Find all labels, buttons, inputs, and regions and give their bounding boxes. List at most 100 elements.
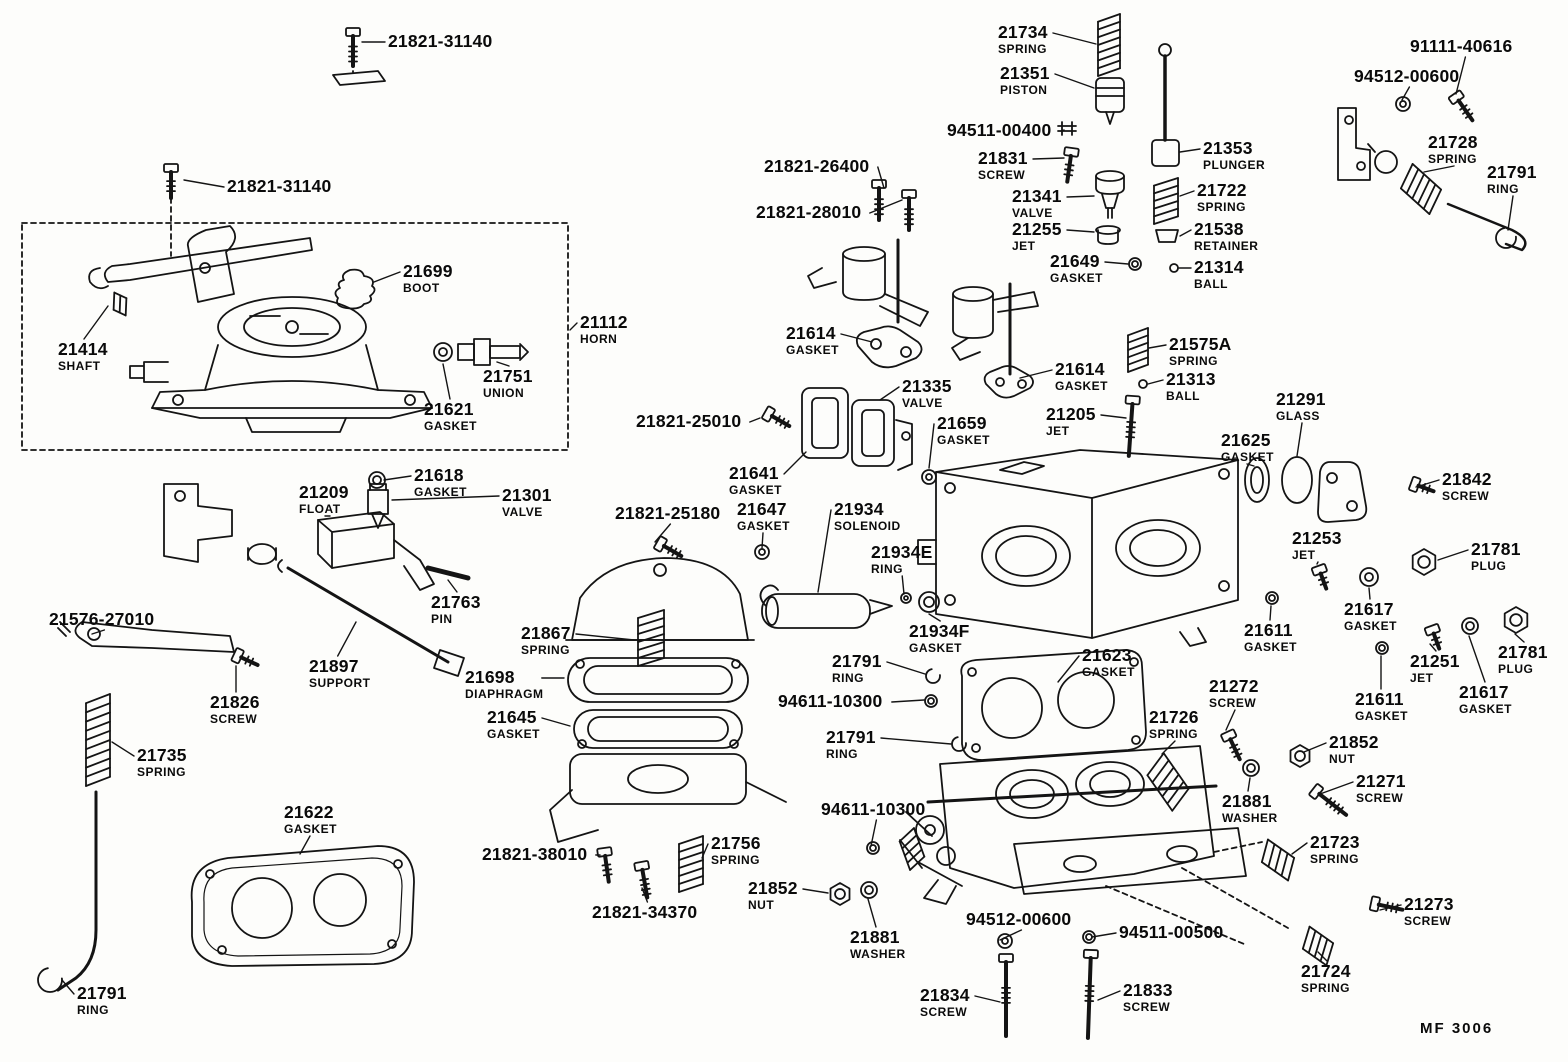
part-number: 21273 [1404, 894, 1454, 914]
part-name: RING [77, 1002, 109, 1017]
part-name: BALL [1194, 276, 1228, 291]
part-number: 21614 [786, 323, 836, 343]
part-number: 21723 [1310, 832, 1360, 852]
part-number: 21351 [1000, 63, 1050, 83]
part-name: GASKET [1244, 639, 1298, 654]
gasket-21614-left-drawing [855, 325, 923, 369]
part-name: VALVE [902, 395, 943, 410]
part-name: JET [1292, 547, 1316, 562]
part-number: 21791 [832, 651, 882, 671]
part-number: 21645 [487, 707, 537, 727]
part-name: GASKET [909, 640, 963, 655]
part-number: 21821-25180 [615, 503, 721, 523]
part-name: BALL [1166, 388, 1200, 403]
part-number: 91111-40616 [1410, 36, 1513, 56]
support-drawing [277, 559, 465, 677]
diaphragm-assembly-drawing [549, 557, 787, 843]
gasket-21614-right-drawing [983, 365, 1034, 399]
pump-lever-lower-drawing [951, 282, 1039, 376]
part-name: GASKET [1221, 449, 1275, 464]
part-label-21821-25010: 21821-25010 [636, 412, 741, 431]
part-name: SCREW [1123, 999, 1171, 1014]
part-label-94511-00500: 94511-00500 [1119, 923, 1223, 942]
part-name: GASKET [937, 432, 991, 447]
part-name: FLOAT [299, 501, 341, 516]
part-number: 21791 [1487, 162, 1537, 182]
part-name: VALVE [502, 504, 543, 519]
part-name: GASKET [1344, 618, 1398, 633]
part-label-94511-00400: 94511-00400 [947, 121, 1051, 140]
part-label-21821-34370: 21821-34370 [592, 903, 697, 922]
part-name: HORN [580, 331, 618, 346]
part-number: 21291 [1276, 389, 1326, 409]
part-number: 21781 [1498, 642, 1548, 662]
boot-drawing [334, 268, 376, 310]
part-number: 21575A [1169, 334, 1232, 354]
sight-glass-drawing [1244, 456, 1368, 523]
part-number: 21205 [1046, 404, 1096, 424]
part-number: 21617 [1344, 599, 1394, 619]
part-name: GLASS [1276, 408, 1320, 423]
part-label-21821-31140: 21821-31140 [227, 177, 331, 196]
part-name: SCREW [978, 167, 1026, 182]
gasket-21623-drawing [960, 649, 1147, 761]
part-number: 21735 [137, 745, 187, 765]
part-name: SPRING [137, 764, 187, 779]
part-number: 21538 [1194, 219, 1244, 239]
part-name: SPRING [521, 642, 571, 657]
inset-box [21, 222, 569, 451]
pin-drawing [425, 565, 471, 581]
part-number: 21659 [937, 413, 987, 433]
part-number: 21842 [1442, 469, 1492, 489]
part-label-21821-26400: 21821-26400 [764, 156, 870, 176]
part-number: 21623 [1082, 645, 1132, 665]
bracket-drawing [163, 483, 277, 565]
part-name: BOOT [403, 280, 440, 295]
part-name: GASKET [1082, 664, 1136, 679]
part-name: PISTON [1000, 82, 1048, 97]
part-number: 21834 [920, 985, 970, 1005]
part-name: SCREW [1209, 695, 1257, 710]
part-name: PLUG [1471, 558, 1507, 573]
power-jet-drawing [1095, 225, 1121, 245]
part-number: 21734 [998, 22, 1048, 42]
part-number: 21722 [1197, 180, 1247, 200]
part-name: PLUG [1498, 661, 1534, 676]
plate-drawing [332, 70, 386, 86]
part-number: 94611-10300 [778, 691, 883, 711]
part-label-21821-31140: 21821-31140 [388, 32, 492, 51]
part-number: 21756 [711, 833, 761, 853]
part-number: 21728 [1428, 132, 1478, 152]
plunger-drawing [1151, 43, 1180, 167]
part-label-21821-25180: 21821-25180 [615, 503, 721, 523]
part-name: UNION [483, 385, 525, 400]
part-number: 21617 [1459, 682, 1509, 702]
part-number: 21821-26400 [764, 156, 870, 176]
part-number: 21335 [902, 376, 952, 396]
part-number: 21781 [1471, 539, 1521, 559]
part-number: 21698 [465, 667, 515, 687]
part-name: GASKET [786, 342, 840, 357]
